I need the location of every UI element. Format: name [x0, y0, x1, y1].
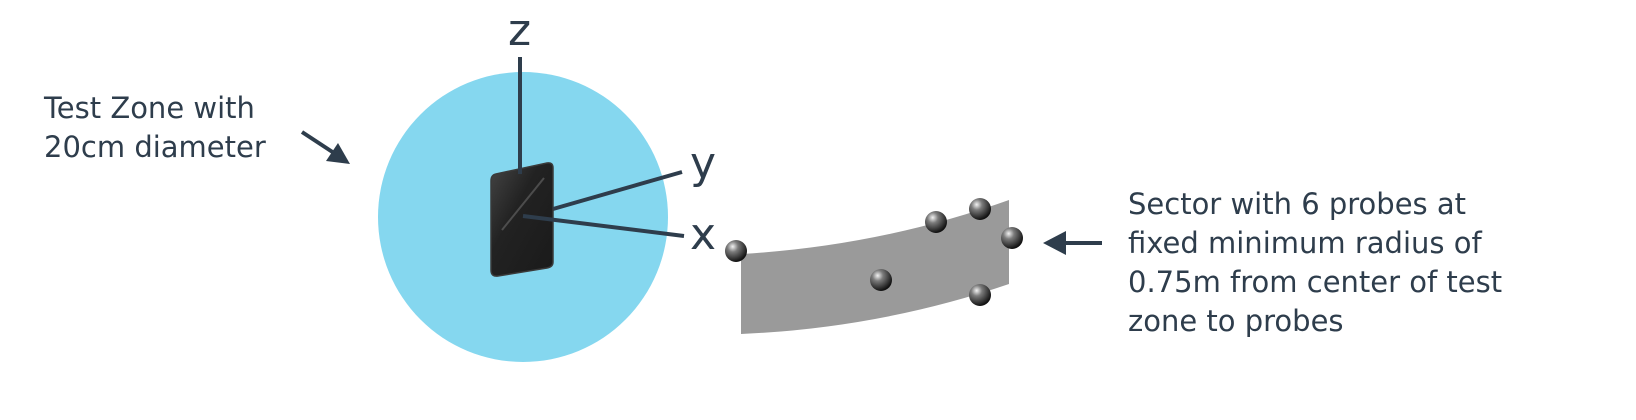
sector-caption-line: zone to probes: [1128, 304, 1344, 338]
probe-sector: [741, 200, 1009, 334]
x-axis-line: [522, 214, 685, 238]
sector-caption: Sector with 6 probes at fixed minimum ra…: [1128, 185, 1502, 341]
probe: [969, 284, 991, 306]
probe: [1001, 227, 1023, 249]
z-axis-label: z: [508, 5, 531, 56]
sector-arrow: [1043, 231, 1102, 255]
test-zone-caption-line: Test Zone with: [44, 91, 255, 125]
y-axis-label: y: [690, 138, 716, 189]
y-axis-line: [552, 170, 683, 211]
probe: [925, 211, 947, 233]
test-zone-caption-line: 20cm diameter: [44, 130, 266, 164]
sector-caption-line: fixed minimum radius of: [1128, 226, 1482, 260]
x-axis-label: x: [690, 209, 716, 260]
probes: [725, 198, 1023, 306]
device-under-test: [490, 162, 554, 277]
probe: [870, 269, 892, 291]
sector-caption-line: 0.75m from center of test: [1128, 265, 1503, 299]
probe: [969, 198, 991, 220]
sector-caption-line: Sector with 6 probes at: [1128, 187, 1467, 221]
test-zone-arrow: [300, 130, 350, 164]
axes: z y x: [508, 5, 716, 260]
probe: [725, 240, 747, 262]
test-zone-caption: Test Zone with 20cm diameter: [44, 89, 266, 167]
